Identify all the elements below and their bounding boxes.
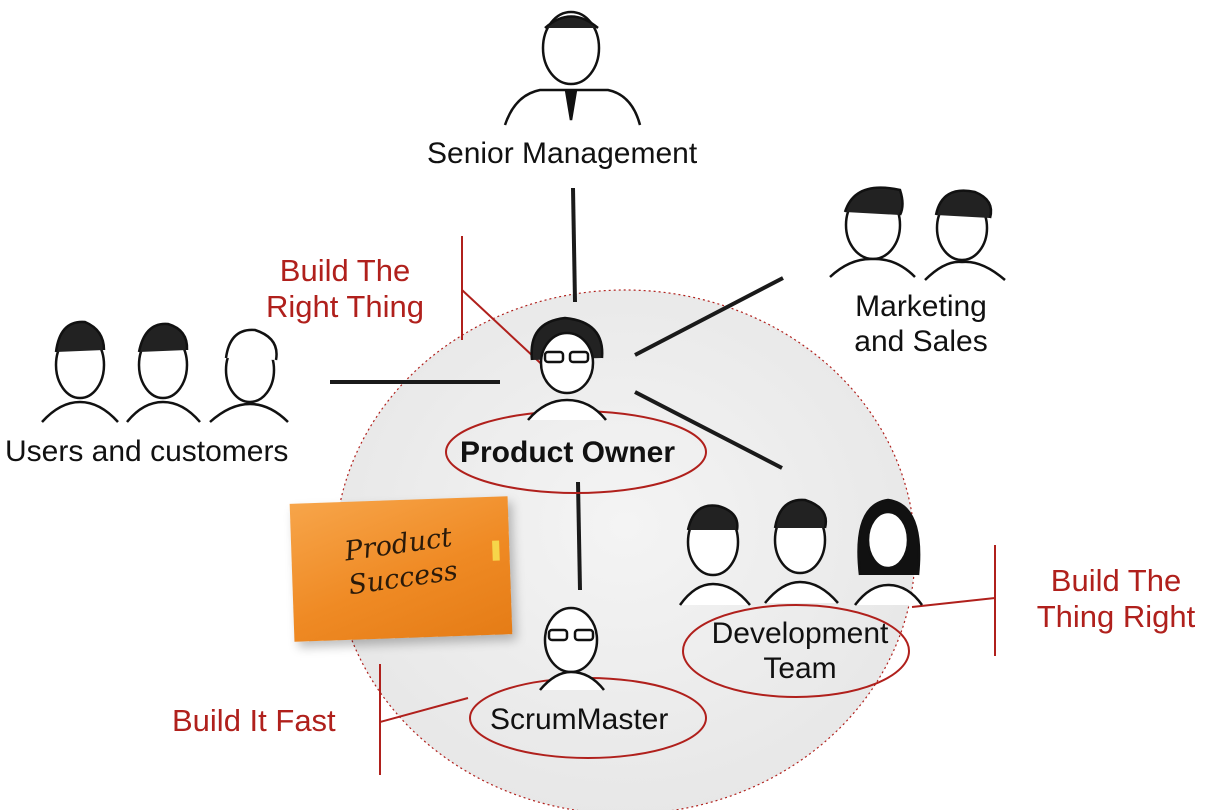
pointer-fast xyxy=(379,697,469,723)
marketing-sales-label: Marketing and Sales xyxy=(848,290,994,359)
connector-marketing xyxy=(634,276,784,357)
goal-right-thing-line-2: Right Thing xyxy=(266,288,424,324)
development-team-ring xyxy=(682,604,910,698)
developer-3-avatar xyxy=(854,498,924,606)
users-customers-label: Users and customers xyxy=(5,435,289,468)
goal-thing-right-line-1: Build The xyxy=(1050,563,1182,598)
connector-development xyxy=(634,390,783,470)
marketing-sales-line-1: Marketing xyxy=(855,290,987,323)
development-team-line-1: Development xyxy=(711,617,889,650)
marketing-person-1-avatar xyxy=(829,186,916,278)
senior-management-label: Senior Management xyxy=(427,137,698,170)
pointer-thing-right xyxy=(911,597,996,608)
marketing-sales-line-2: and Sales xyxy=(854,324,988,358)
goal-thing-right-label: Build The Thing Right xyxy=(1018,563,1214,634)
product-owner-avatar xyxy=(527,316,607,421)
user-2-avatar xyxy=(126,322,201,423)
marketing-person-2-avatar xyxy=(924,189,1006,281)
goal-right-thing-line-1: Build The xyxy=(279,253,411,288)
connector-senior-management xyxy=(571,187,577,303)
product-owner-label: Product Owner xyxy=(460,436,676,469)
developer-2-avatar xyxy=(764,498,839,604)
scrummaster-avatar xyxy=(539,606,605,691)
developer-1-avatar xyxy=(678,504,751,606)
development-team-line-2: Team xyxy=(763,651,837,685)
connector-scrummaster xyxy=(576,481,582,591)
senior-manager-avatar xyxy=(503,10,642,126)
development-team-label: Development Team xyxy=(700,617,900,686)
product-success-sticky-note: Product Success xyxy=(288,496,513,642)
goal-thing-right-line-2: Thing Right xyxy=(1036,598,1196,634)
goal-right-thing-label: Build The Right Thing xyxy=(250,253,440,324)
scrummaster-label: ScrumMaster xyxy=(490,703,669,736)
goal-fast-label: Build It Fast xyxy=(172,703,336,738)
user-1-avatar xyxy=(41,320,119,423)
user-3-avatar xyxy=(209,328,289,423)
sticky-note-text: Product Success xyxy=(288,513,513,610)
